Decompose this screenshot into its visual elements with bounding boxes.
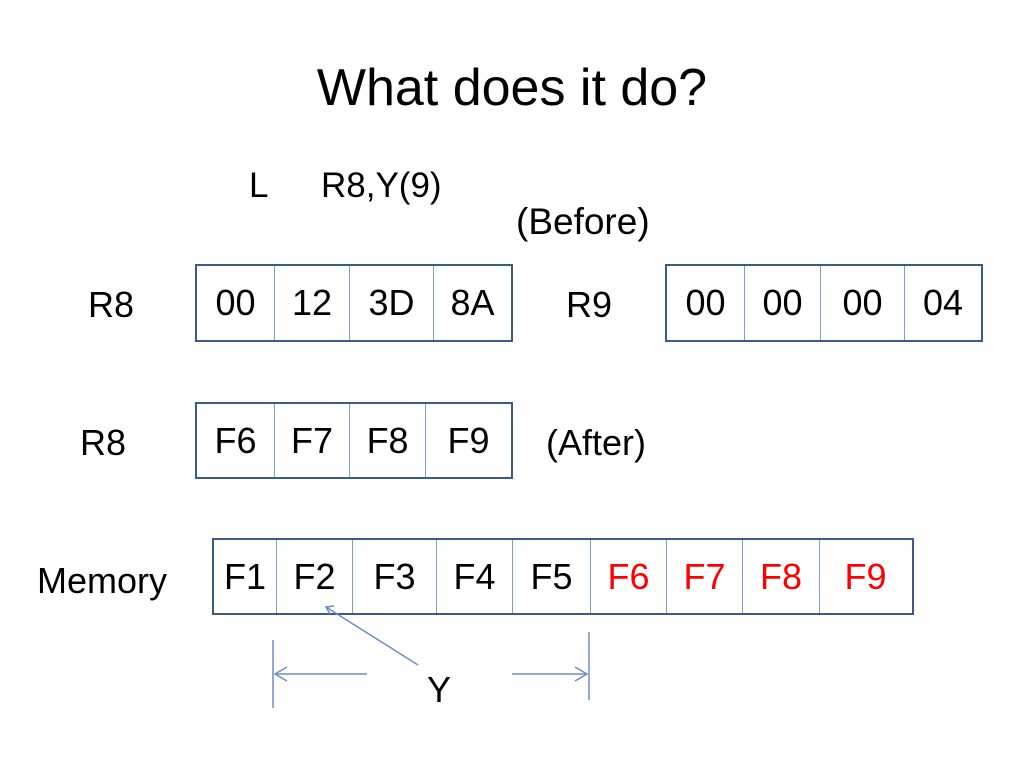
memory-label: Memory xyxy=(37,560,168,601)
r8-after-register: F6 F7 F8 F9 xyxy=(195,402,513,479)
memory-cell: F3 xyxy=(352,540,436,613)
r9-cell: 00 xyxy=(820,266,904,340)
memory-cell: F2 xyxy=(276,540,352,613)
y-pointer-line xyxy=(325,606,419,666)
r8-after-cell: F8 xyxy=(349,404,425,477)
memory-cell: F5 xyxy=(512,540,590,613)
span-left-arrowhead xyxy=(273,666,288,682)
memory-cell: F7 xyxy=(666,540,742,613)
r8-before-cell: 8A xyxy=(433,266,511,340)
r8-after-cell: F6 xyxy=(214,419,257,461)
r8-before-label: R8 xyxy=(88,284,135,325)
memory-cell: F1 xyxy=(223,555,266,597)
before-label: (Before) xyxy=(516,201,650,242)
after-label: (After) xyxy=(546,422,647,463)
page-title: What does it do? xyxy=(316,59,708,117)
r8-after-label: R8 xyxy=(80,422,127,463)
r9-label: R9 xyxy=(566,284,613,325)
r8-after-cell: F7 xyxy=(274,404,349,477)
r9-cell: 04 xyxy=(903,266,981,340)
instruction-opcode: L xyxy=(249,166,269,205)
span-right-arrowhead xyxy=(574,666,589,682)
memory-cell: F9 xyxy=(819,540,911,613)
r9-register: 00 00 00 04 xyxy=(665,264,983,342)
memory-row: F1 F2 F3 F4 F5 F6 F7 F8 F9 xyxy=(212,538,914,615)
y-label: Y xyxy=(427,669,452,710)
r8-before-cell: 00 xyxy=(215,282,256,323)
instruction-operands: R8,Y(9) xyxy=(321,166,442,205)
r8-after-cell: F9 xyxy=(425,404,511,477)
r8-before-register: 00 12 3D 8A xyxy=(195,264,513,342)
r8-before-cell: 12 xyxy=(274,266,349,340)
y-pointer-arrowhead xyxy=(324,605,335,615)
memory-cell: F8 xyxy=(742,540,819,613)
r8-before-cell: 3D xyxy=(349,266,433,340)
memory-cell: F4 xyxy=(436,540,512,613)
r9-cell: 00 xyxy=(685,282,726,323)
r9-cell: 00 xyxy=(744,266,820,340)
memory-cell: F6 xyxy=(590,540,666,613)
